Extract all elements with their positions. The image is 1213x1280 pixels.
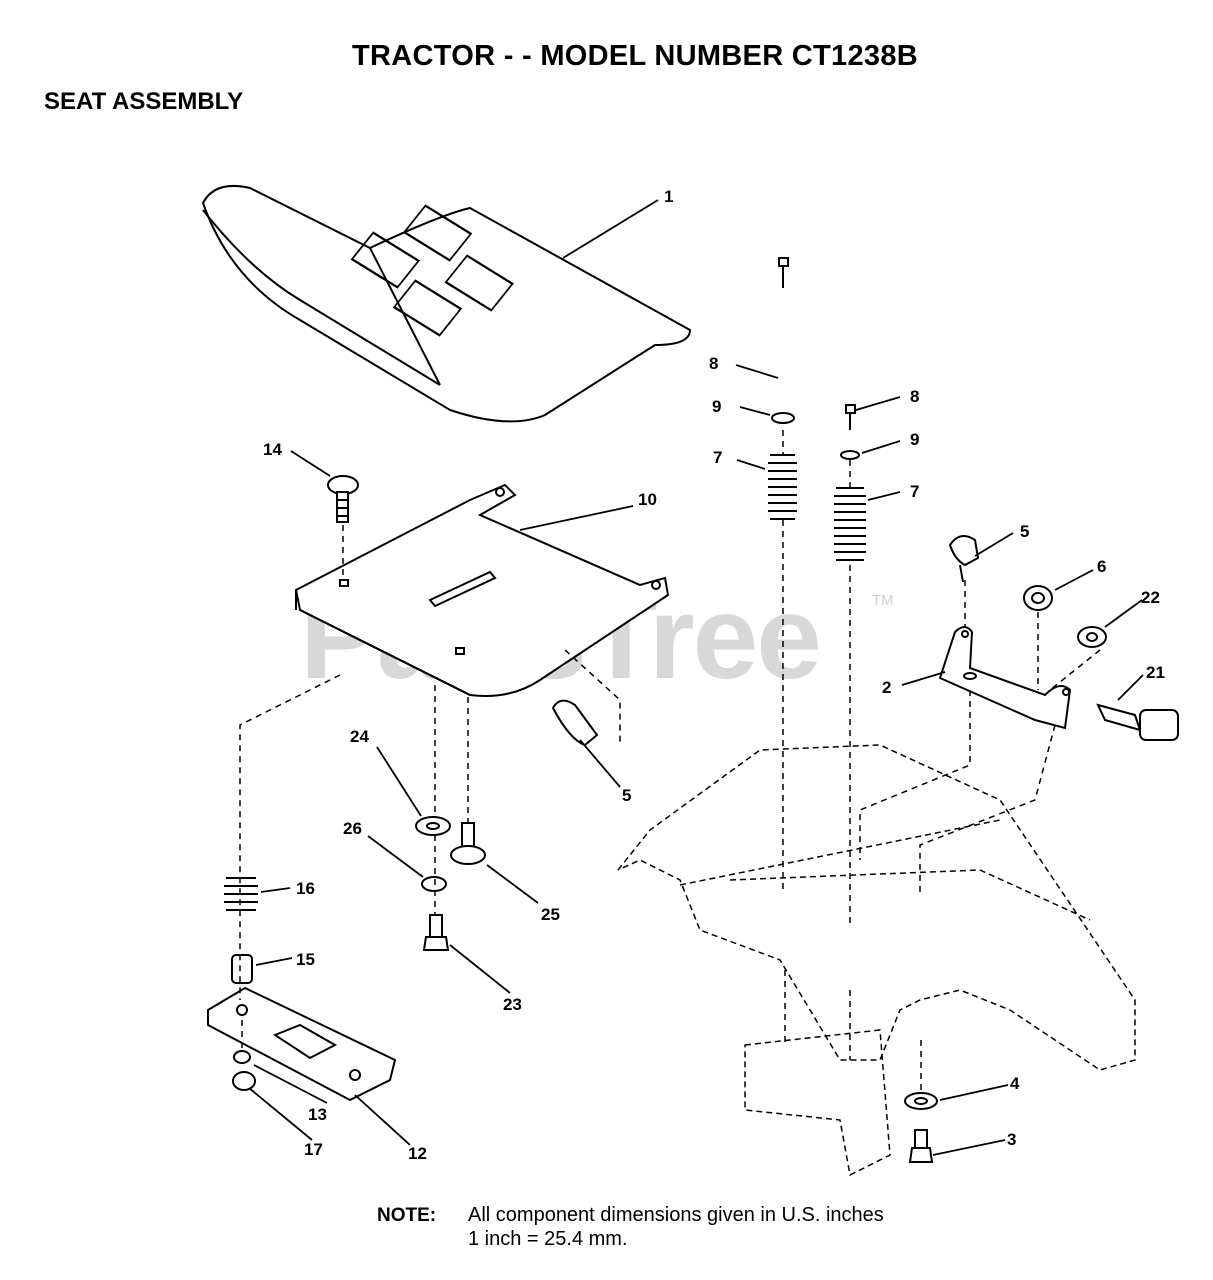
note-line-2: 1 inch = 25.4 mm. <box>468 1228 628 1250</box>
callout-9-left: 9 <box>712 397 721 416</box>
knob-part[interactable] <box>1096 703 1179 741</box>
bolt-part[interactable] <box>778 257 856 430</box>
callout-13: 13 <box>308 1105 327 1124</box>
callout-17: 17 <box>304 1140 323 1159</box>
callout-12: 12 <box>408 1144 427 1163</box>
callout-24: 24 <box>350 727 369 746</box>
mounting-plate-part[interactable] <box>207 986 397 1102</box>
callout-15: 15 <box>296 950 315 969</box>
callout-10: 10 <box>638 490 657 509</box>
callout-4: 4 <box>1010 1074 1020 1093</box>
seat-pan-part[interactable] <box>294 483 670 697</box>
callout-5-upper: 5 <box>1020 522 1029 541</box>
watermark-tm: TM <box>872 592 894 609</box>
callout-25: 25 <box>541 905 560 924</box>
callout-14: 14 <box>263 440 282 459</box>
flat-washer-part[interactable] <box>415 816 451 836</box>
callout-1: 1 <box>664 187 673 206</box>
spring-part[interactable] <box>224 877 258 911</box>
callout-labels: 1 10 14 8 9 7 8 9 7 5 6 22 21 2 5 24 26 … <box>263 187 1165 1163</box>
washer-lower-part[interactable] <box>904 1092 938 1110</box>
callout-2: 2 <box>882 678 891 697</box>
callout-26: 26 <box>343 819 362 838</box>
note-label: NOTE: <box>377 1205 437 1226</box>
callout-8-left: 8 <box>709 354 718 373</box>
callout-6: 6 <box>1097 557 1106 576</box>
assembly-dash-lines <box>239 430 1101 1093</box>
washer-part[interactable] <box>771 412 860 460</box>
callout-5-lower: 5 <box>622 786 631 805</box>
callout-7-right: 7 <box>910 482 919 501</box>
lock-washer-part[interactable] <box>421 876 447 892</box>
seat-part[interactable] <box>201 184 692 423</box>
note-text: All component dimensions given in U.S. i… <box>468 1203 884 1251</box>
bracket-part[interactable] <box>938 626 1072 730</box>
callout-22: 22 <box>1141 588 1160 607</box>
callout-21: 21 <box>1146 663 1165 682</box>
callout-7-left: 7 <box>713 448 722 467</box>
nut-lower-part[interactable] <box>232 1050 256 1091</box>
callout-3: 3 <box>1007 1130 1016 1149</box>
callout-8-right: 8 <box>910 387 919 406</box>
leader-lines <box>248 199 1144 1156</box>
hex-bolt-part[interactable] <box>422 914 450 951</box>
callout-16: 16 <box>296 879 315 898</box>
nut-part[interactable] <box>1023 585 1053 611</box>
note-line-1: All component dimensions given in U.S. i… <box>468 1204 884 1226</box>
section-title: SEAT ASSEMBLY <box>44 88 244 115</box>
flange-washer-part[interactable] <box>1077 626 1107 648</box>
clip-lower-part[interactable] <box>551 699 599 747</box>
callout-9-right: 9 <box>910 430 919 449</box>
callout-23: 23 <box>503 995 522 1014</box>
shoulder-bolt-part[interactable] <box>450 822 486 865</box>
seat-spring-right-part[interactable] <box>834 487 866 561</box>
frame-bolt-part[interactable] <box>908 1129 934 1163</box>
page-title: TRACTOR - - MODEL NUMBER CT1238B <box>352 40 919 72</box>
tractor-frame-part[interactable] <box>617 744 1136 1177</box>
spacer-part[interactable] <box>231 954 253 984</box>
clip-upper-part[interactable] <box>948 535 980 583</box>
carriage-bolt-part[interactable] <box>327 475 359 523</box>
seat-spring-left-part[interactable] <box>768 454 797 520</box>
